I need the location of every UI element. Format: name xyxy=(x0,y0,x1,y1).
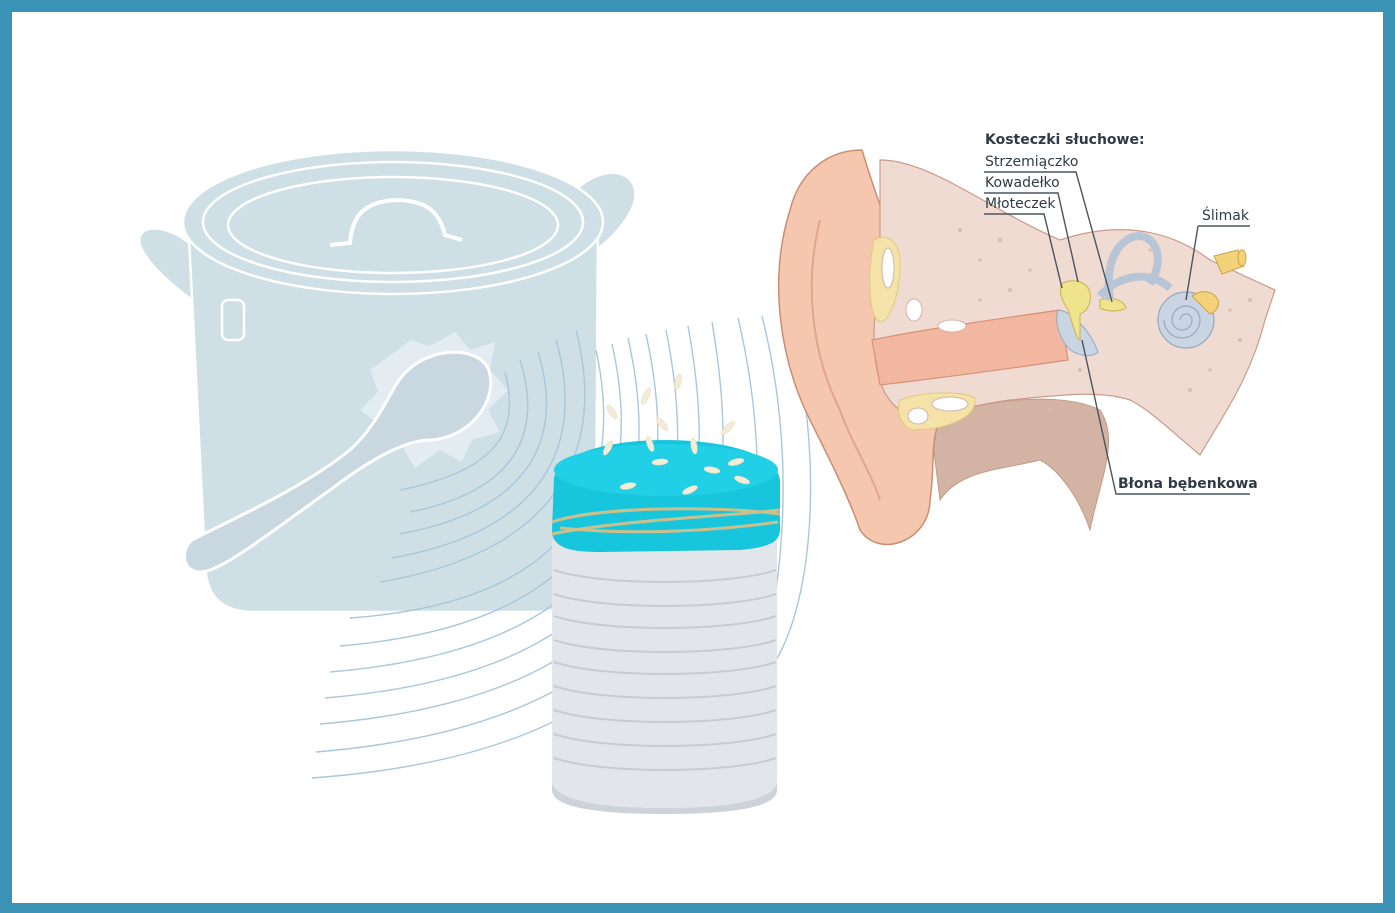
cochlea-label: Ślimak xyxy=(1202,208,1249,224)
eardrum-label: Błona bębenkowa xyxy=(1118,476,1258,492)
stapes-label: Strzemiączko xyxy=(985,154,1078,170)
ossicles-heading: Kosteczki słuchowe: xyxy=(985,132,1145,148)
malleus-label: Młoteczek xyxy=(985,196,1056,212)
tin-can-icon xyxy=(552,440,780,814)
incus-label: Kowadełko xyxy=(985,175,1060,191)
